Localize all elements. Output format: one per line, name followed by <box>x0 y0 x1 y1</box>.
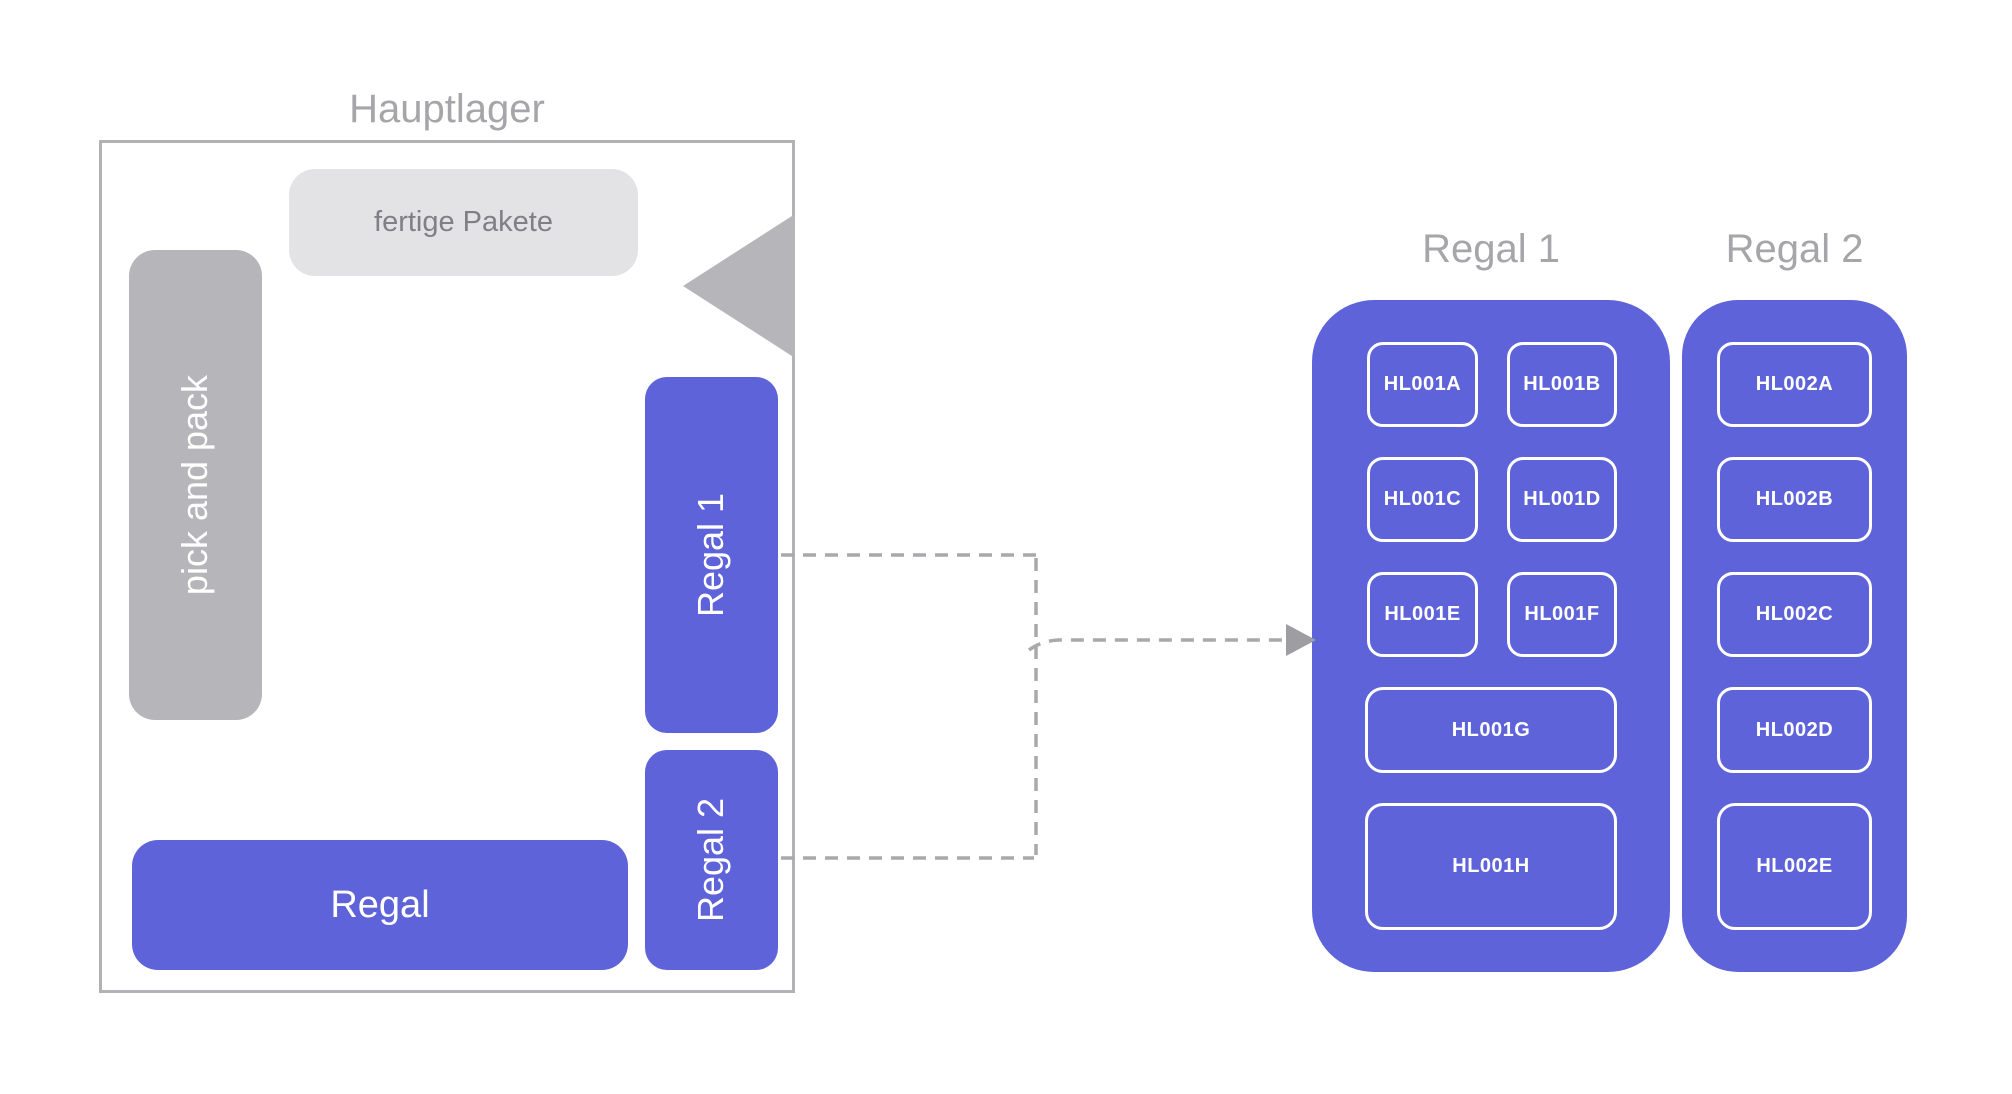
pick-and-pack-label: pick and pack <box>174 374 216 596</box>
regal-shelf: Regal <box>132 840 628 970</box>
slot-hl002e: HL002E <box>1717 803 1872 930</box>
hauptlager-title: Hauptlager <box>349 87 545 131</box>
connector-arrow-shaft <box>1027 638 1287 652</box>
slot-hl002b: HL002B <box>1717 457 1872 542</box>
regal2-shelf-label: Regal 2 <box>690 797 732 923</box>
slot-hl002a: HL002A <box>1717 342 1872 427</box>
slot-hl001h: HL001H <box>1365 803 1617 930</box>
regal2-shelf: Regal 2 <box>645 750 778 970</box>
fertige-pakete-label: fertige Pakete <box>374 206 553 238</box>
regal2-detail-container: HL002A HL002B HL002C HL002D HL002E <box>1682 300 1907 972</box>
regal1-detail-title: Regal 1 <box>1422 227 1560 271</box>
slot-hl001d: HL001D <box>1507 457 1617 542</box>
fertige-pakete-zone: fertige Pakete <box>289 169 638 276</box>
slot-hl001e: HL001E <box>1367 572 1478 657</box>
regal-shelf-label: Regal <box>330 883 430 926</box>
slot-hl001b: HL001B <box>1507 342 1617 427</box>
slot-hl001g: HL001G <box>1365 687 1617 773</box>
slot-hl002c: HL002C <box>1717 572 1872 657</box>
pick-and-pack-zone: pick and pack <box>129 250 262 720</box>
slot-hl002d: HL002D <box>1717 687 1872 773</box>
regal1-shelf-label: Regal 1 <box>690 492 732 618</box>
regal1-detail-container: HL001A HL001B HL001C HL001D HL001E HL001… <box>1312 300 1670 972</box>
slot-hl001a: HL001A <box>1367 342 1478 427</box>
slot-hl001c: HL001C <box>1367 457 1478 542</box>
regal2-detail-title: Regal 2 <box>1725 227 1864 271</box>
regal1-shelf: Regal 1 <box>645 377 778 733</box>
slot-hl001f: HL001F <box>1507 572 1617 657</box>
